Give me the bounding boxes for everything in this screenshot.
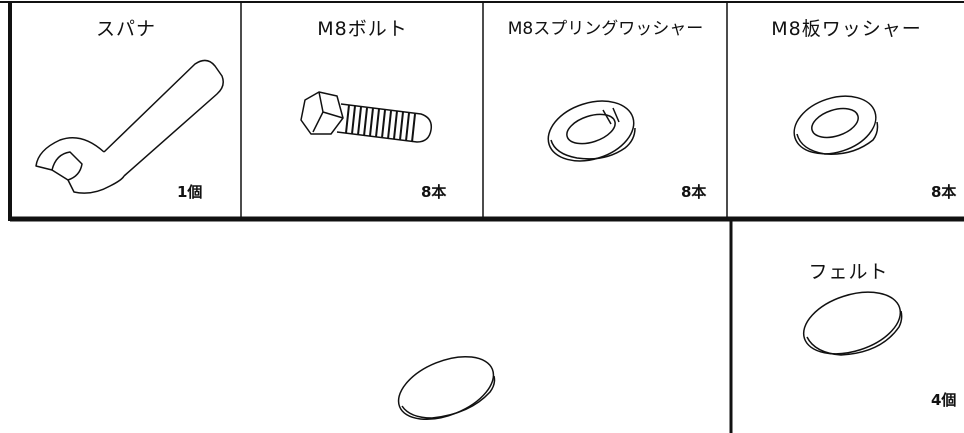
bolt-icon	[300, 91, 433, 143]
part-cell-spanner: スパナ 1個	[12, 4, 240, 218]
part-name: M8スプリングワッシャー	[507, 19, 704, 39]
spring-washer-icon	[547, 100, 636, 162]
part-quantity: 8本	[421, 183, 447, 201]
part-name: スパナ	[95, 18, 156, 40]
part-quantity: 8本	[931, 183, 957, 201]
part-name: M8板ワッシャー	[771, 18, 922, 40]
part-quantity: 1個	[177, 183, 203, 201]
felt-icon	[802, 291, 903, 356]
part-quantity: 4個	[931, 391, 957, 409]
part-cell-m8-bolt: M8ボルト 8本	[243, 4, 482, 218]
part-quantity: 8本	[681, 183, 707, 201]
flat-washer-icon	[793, 95, 879, 155]
part-name: フェルト	[808, 261, 889, 283]
part-name: M8ボルト	[317, 18, 408, 40]
spanner-icon	[35, 59, 224, 194]
part-cell-m8-flat-washer: M8板ワッシャー 8本	[729, 4, 964, 218]
part-cell-felt: フェルト 4個	[733, 223, 964, 433]
part-cell-m8-spring-washer: M8スプリングワッシャー 8本	[485, 4, 726, 218]
